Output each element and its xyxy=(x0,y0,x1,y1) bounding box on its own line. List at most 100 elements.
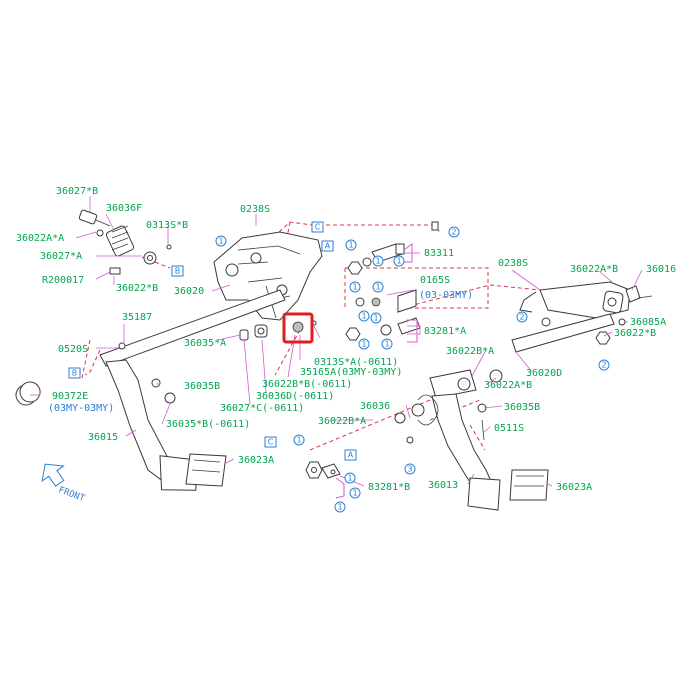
box-marker: C xyxy=(264,436,277,448)
clutch-pedal-arm xyxy=(394,393,549,511)
label-connectors xyxy=(335,243,418,499)
circle-marker: 1 xyxy=(393,255,405,267)
label-36016: 36016 xyxy=(646,264,676,275)
leader-lines xyxy=(30,196,643,487)
svg-text:1: 1 xyxy=(361,312,366,321)
label-36015: 36015 xyxy=(88,432,118,443)
circle-marker: 1 xyxy=(358,310,370,322)
brake-pedal-arm xyxy=(15,289,286,491)
label-83281a: 83281*A xyxy=(424,326,466,337)
circle-marker: 1 xyxy=(345,239,357,251)
label-36023a-left: 36023A xyxy=(238,455,274,466)
label-36035b-left: 36035B xyxy=(184,381,220,392)
circle-marker: 2 xyxy=(516,311,528,323)
label-03-03my: (03-03MY) xyxy=(419,290,473,301)
clutch-pedal-shaft xyxy=(429,313,615,399)
label-83281b: 83281*B xyxy=(368,482,410,493)
box-marker: C xyxy=(311,221,324,233)
svg-text:1: 1 xyxy=(337,503,342,512)
label-0238s-left: 0238S xyxy=(240,204,270,215)
box-markers: C A B B C A xyxy=(68,221,357,461)
circle-marker: 1 xyxy=(349,281,361,293)
circle-marker: 1 xyxy=(372,281,384,293)
circle-marker: 3 xyxy=(404,463,416,475)
circle-marker: 1 xyxy=(372,255,384,267)
svg-text:2: 2 xyxy=(601,361,606,370)
svg-text:1: 1 xyxy=(347,474,352,483)
circle-markers: 1 2 1 1 1 1 1 1 1 1 1 2 2 1 3 1 1 1 xyxy=(215,226,610,513)
label-36022aa: 36022A*A xyxy=(16,233,64,244)
spring-assembly-left xyxy=(78,209,172,275)
circle-marker: 1 xyxy=(334,501,346,513)
circle-marker: 1 xyxy=(370,312,382,324)
label-36035b-right: 36035B xyxy=(504,402,540,413)
svg-text:1: 1 xyxy=(375,257,380,266)
label-36035b-0611: 36035*B(-0611) xyxy=(166,419,250,430)
svg-text:1: 1 xyxy=(373,314,378,323)
svg-text:1: 1 xyxy=(218,237,223,246)
circle-marker: 1 xyxy=(349,487,361,499)
label-36027c: 36027*C(-0611) xyxy=(220,403,304,414)
label-36022ba-right: 36022B*A xyxy=(446,346,494,357)
circle-marker: 1 xyxy=(293,434,305,446)
label-0313sb: 0313S*B xyxy=(146,220,188,231)
label-35165a: 35165A(03MY-03MY) xyxy=(300,367,402,378)
svg-text:1: 1 xyxy=(352,283,357,292)
svg-text:1: 1 xyxy=(375,283,380,292)
front-arrow-icon: FRONT xyxy=(41,463,86,504)
svg-text:3: 3 xyxy=(407,465,412,474)
label-03my-03my-left: (03MY-03MY) xyxy=(48,403,114,414)
svg-text:1: 1 xyxy=(361,340,366,349)
part-labels: 36027*B 36036F 0313S*B 36022A*A 36027*A … xyxy=(16,186,676,493)
circle-marker: 1 xyxy=(381,338,393,350)
label-36020d: 36020D xyxy=(526,368,562,379)
svg-text:1: 1 xyxy=(396,257,401,266)
svg-text:1: 1 xyxy=(384,340,389,349)
svg-text:1: 1 xyxy=(348,241,353,250)
circle-marker: 1 xyxy=(358,338,370,350)
box-marker: A xyxy=(321,240,334,252)
label-36036d: 36036D(-0611) xyxy=(256,391,334,402)
label-r200017: R200017 xyxy=(42,275,84,286)
label-83311: 83311 xyxy=(424,248,454,259)
svg-text:2: 2 xyxy=(451,228,456,237)
label-36036f: 36036F xyxy=(106,203,142,214)
label-36027b-left: 36027*B xyxy=(56,186,98,197)
label-0520s: 0520S xyxy=(58,344,88,355)
svg-text:A: A xyxy=(325,242,331,251)
label-90372e: 90372E xyxy=(52,391,88,402)
label-36022ab-right: 36022A*B xyxy=(570,264,618,275)
label-0165s: 0165S xyxy=(420,275,450,286)
svg-text:C: C xyxy=(268,438,274,447)
label-36022ab-center: 36022A*B xyxy=(484,380,532,391)
label-36023a-right: 36023A xyxy=(556,482,592,493)
label-36027a: 36027*A xyxy=(40,251,82,262)
highlight-box xyxy=(282,312,314,344)
label-36035a: 36035*A xyxy=(184,338,226,349)
label-36020: 36020 xyxy=(174,286,204,297)
svg-text:2: 2 xyxy=(519,313,524,322)
label-36085a: 36085A xyxy=(630,317,666,328)
box-marker: B xyxy=(171,265,184,277)
svg-text:A: A xyxy=(348,451,354,460)
label-36013: 36013 xyxy=(428,480,458,491)
svg-text:C: C xyxy=(315,223,321,232)
label-36036: 36036 xyxy=(360,401,390,412)
front-label: FRONT xyxy=(57,485,86,504)
label-0511s: 0511S xyxy=(494,423,524,434)
circle-marker: 1 xyxy=(215,235,227,247)
label-36022ba-center: 36022B*A xyxy=(318,416,366,427)
circle-marker: 1 xyxy=(344,472,356,484)
box-marker: B xyxy=(68,367,81,379)
svg-text:1: 1 xyxy=(352,489,357,498)
label-36022bb: 36022B*B(-0611) xyxy=(262,379,352,390)
circle-marker: 2 xyxy=(598,359,610,371)
svg-text:B: B xyxy=(175,267,181,276)
svg-text:B: B xyxy=(72,369,78,378)
label-0238s-right: 0238S xyxy=(498,258,528,269)
label-36022b-left: 36022*B xyxy=(116,283,158,294)
svg-text:1: 1 xyxy=(296,436,301,445)
circle-marker: 2 xyxy=(448,226,460,238)
label-36022b-right: 36022*B xyxy=(614,328,656,339)
